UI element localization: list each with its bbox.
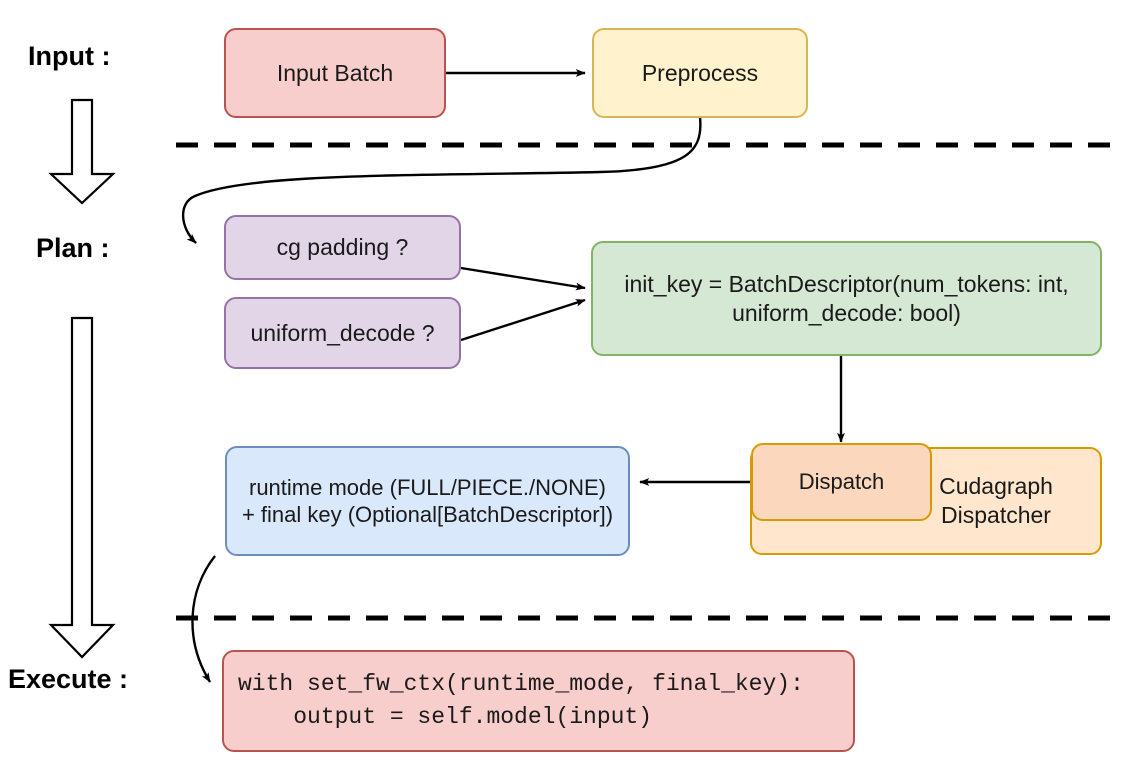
node-cg-padding-label: cg padding ?: [276, 234, 409, 261]
stage-arrow-input-to-plan: [48, 98, 116, 205]
node-cg-padding[interactable]: cg padding ?: [224, 215, 461, 280]
stage-arrow-plan-to-execute: [48, 316, 116, 659]
node-init-key[interactable]: init_key = BatchDescriptor(num_tokens: i…: [591, 241, 1102, 356]
wire-runtime-mode-to-execute-code: [191, 555, 216, 683]
node-init-key-line2: uniform_decode: bool): [732, 299, 961, 326]
node-preprocess[interactable]: Preprocess: [592, 28, 808, 118]
node-cudagraph-dispatcher-line1: Cudagraph: [939, 473, 1053, 500]
node-execute-code[interactable]: with set_fw_ctx(runtime_mode, final_key)…: [222, 650, 855, 752]
node-uniform-decode[interactable]: uniform_decode ?: [224, 297, 461, 369]
node-runtime-mode-line2: + final key (Optional[BatchDescriptor]): [241, 502, 614, 527]
node-execute-code-line2: output = self.model(input): [238, 704, 653, 730]
node-uniform-decode-label: uniform_decode ?: [250, 319, 435, 346]
wire-uniform-decode-to-init-key: [460, 298, 586, 342]
node-input-batch[interactable]: Input Batch: [224, 28, 446, 118]
wire-cg-padding-to-init-key: [460, 266, 586, 291]
node-input-batch-label: Input Batch: [276, 59, 394, 86]
node-runtime-mode[interactable]: runtime mode (FULL/PIECE./NONE) + final …: [225, 446, 630, 556]
stage-label-input: Input :: [28, 41, 111, 71]
node-init-key-line1: init_key = BatchDescriptor(num_tokens: i…: [624, 270, 1069, 297]
node-execute-code-line1: with set_fw_ctx(runtime_mode, final_key)…: [238, 670, 804, 697]
node-preprocess-label: Preprocess: [641, 59, 759, 86]
stage-label-execute: Execute :: [8, 664, 129, 694]
stage-label-plan: Plan :: [36, 233, 110, 263]
node-dispatch-label: Dispatch: [798, 469, 885, 495]
node-runtime-mode-line1: runtime mode (FULL/PIECE./NONE): [249, 474, 606, 500]
node-cudagraph-dispatcher-line2: Dispatcher: [941, 502, 1051, 528]
node-dispatch[interactable]: Dispatch: [751, 443, 932, 521]
